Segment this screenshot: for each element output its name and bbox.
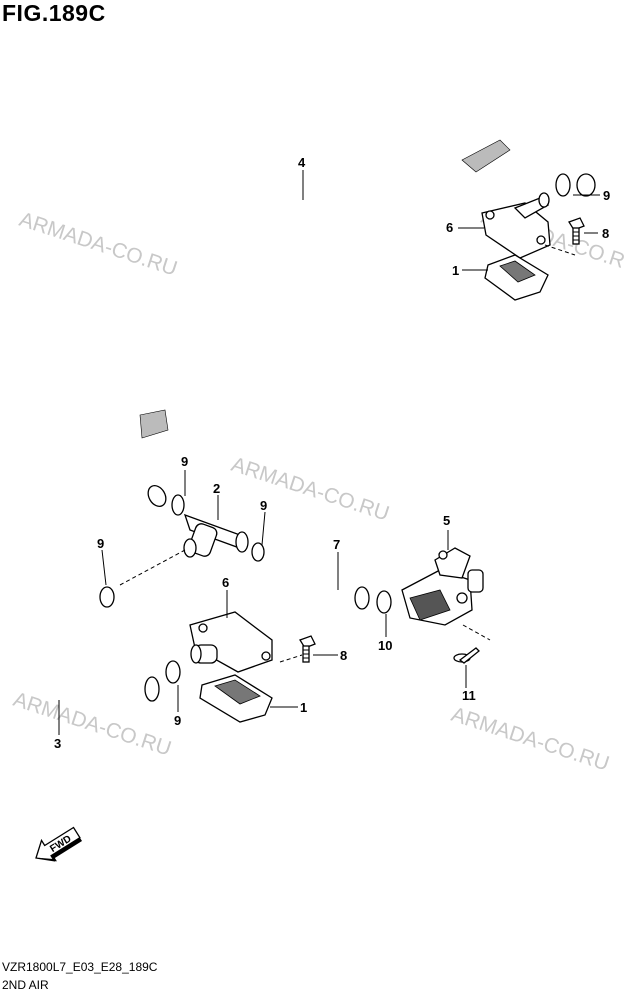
callout-9-mid: 9 <box>260 498 267 513</box>
hose-part-3 <box>4 591 164 705</box>
hose-part-7 <box>257 552 373 615</box>
reed-cover-upper-part-6 <box>481 192 551 259</box>
reed-cover-lower-part-6 <box>189 611 273 673</box>
callouts: 4 6 1 9 8 2 9 9 9 7 5 6 8 1 9 3 10 11 <box>54 155 610 751</box>
clamp-9-mid <box>251 542 265 562</box>
watermark-5: ARMADA-CO.RU <box>448 703 612 776</box>
clamp-9-top-left <box>171 494 185 516</box>
callout-11: 11 <box>462 688 476 703</box>
t-joint-part-2 <box>183 513 249 558</box>
clamp-9-left <box>99 586 115 608</box>
hose-part-4 <box>126 105 613 508</box>
clamp-9-top-right <box>555 173 571 197</box>
assembly-lines <box>119 244 576 663</box>
callout-1-lower: 1 <box>300 700 307 715</box>
figure-subtitle: 2ND AIR <box>2 978 49 992</box>
callout-3: 3 <box>54 736 61 751</box>
callout-5: 5 <box>443 513 450 528</box>
callout-9-bottom: 9 <box>174 713 181 728</box>
callout-2: 2 <box>213 481 220 496</box>
bolt-upper-part-8 <box>568 217 585 245</box>
leader-lines <box>58 170 600 735</box>
callout-9-top-right: 9 <box>603 188 610 203</box>
clamp-10 <box>376 590 392 614</box>
callout-1-upper: 1 <box>452 263 459 278</box>
control-valve-part-5 <box>401 547 484 626</box>
watermark-3: ARMADA-CO.RU <box>228 453 392 526</box>
callout-9-top-left: 9 <box>181 454 188 469</box>
reed-valve-lower-part-1 <box>199 674 273 723</box>
callout-4: 4 <box>298 155 306 170</box>
clamp-9-bottom <box>165 660 181 684</box>
watermark-1: ARMADA-CO.RU <box>16 208 180 281</box>
callout-8-lower: 8 <box>340 648 347 663</box>
forward-arrow-icon: FWD <box>35 826 83 862</box>
bolt-lower-part-8 <box>299 635 316 663</box>
figure-code: VZR1800L7_E03_E28_189C <box>2 960 158 974</box>
callout-8-upper: 8 <box>602 226 609 241</box>
clamps <box>99 173 571 684</box>
callout-6-lower: 6 <box>222 575 229 590</box>
reed-valve-upper-part-1 <box>484 254 549 301</box>
callout-9-left: 9 <box>97 536 104 551</box>
callout-10: 10 <box>378 638 392 653</box>
screw-part-11 <box>453 647 480 664</box>
figure-title: FIG.189C <box>2 0 106 26</box>
callout-6-upper: 6 <box>446 220 453 235</box>
callout-7: 7 <box>333 537 340 552</box>
